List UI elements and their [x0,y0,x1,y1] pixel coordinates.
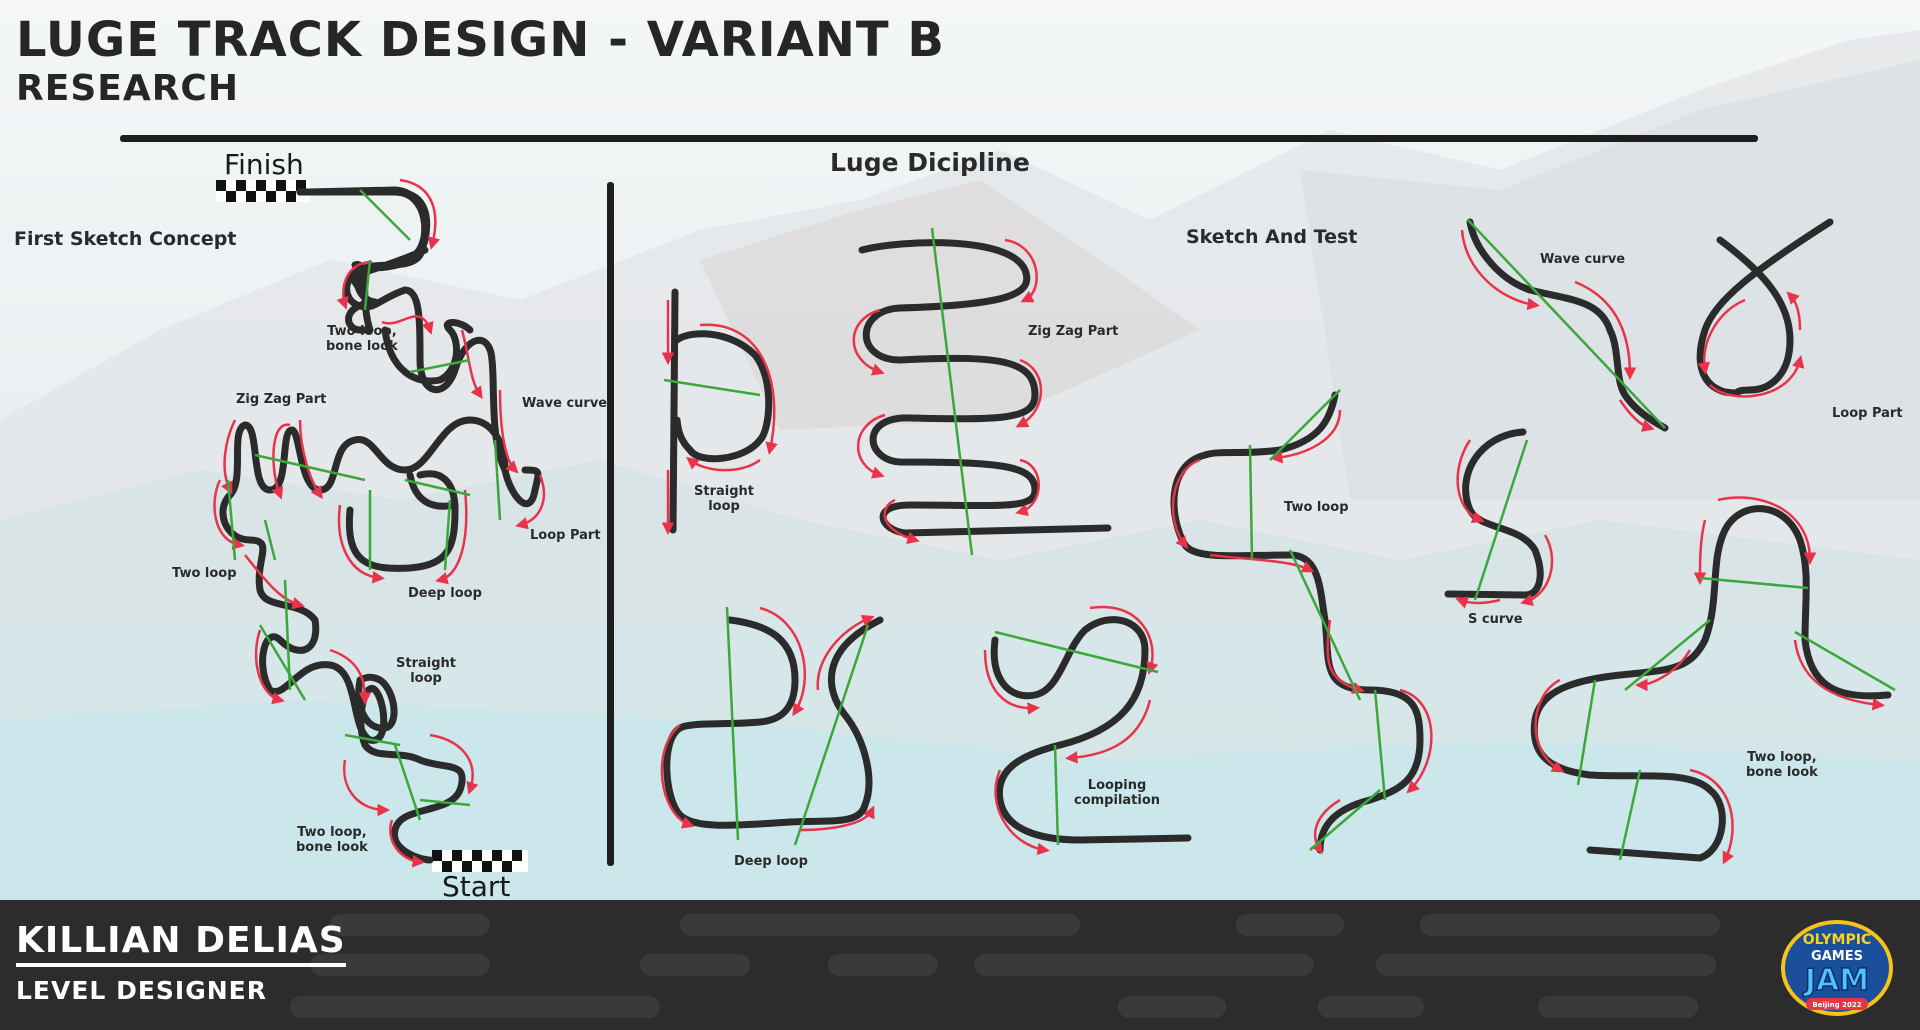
deep-loop-sketch [660,606,884,846]
footer-decoration [1318,996,1424,1018]
finish-flag [216,180,310,202]
label-straight-loop: Straight loop [694,484,754,514]
author-role: LEVEL DESIGNER [16,976,267,1005]
straight-loop-sketch [661,288,778,535]
logo-line-2: GAMES [1811,949,1863,964]
left-panel-heading: First Sketch Concept [14,228,237,250]
logo-line-1: OLYMPIC [1803,932,1871,948]
loop-part-sketch [1696,218,1834,398]
footer-decoration [290,996,660,1018]
finish-label: Finish [224,148,304,181]
label-zig-zag: Zig Zag Part [1028,324,1119,339]
footer-decoration [1236,914,1344,936]
footer-decoration [1538,996,1698,1018]
label-two-loop-bone-top: Two loop, bone look [326,324,398,354]
label-two-loop-left: Two loop [172,566,237,581]
label-deep-loop: Deep loop [734,854,808,869]
footer-decoration [310,954,490,976]
start-flag [432,850,528,872]
page-title: LUGE TRACK DESIGN - VARIANT B [16,12,945,68]
label-two-loop-bone-bottom: Two loop, bone look [296,825,368,855]
footer-decoration [640,954,750,976]
zig-zag-sketch [852,227,1112,556]
footer-decoration [1118,996,1226,1018]
label-two-loop-bone: Two loop, bone look [1746,750,1818,780]
header-divider [120,135,1758,142]
label-zig-zag-left: Zig Zag Part [236,392,327,407]
olympic-games-jam-logo: OLYMPIC GAMES JAM Beijing 2022 [1781,920,1893,1016]
author-name: KILLIAN DELIAS [16,920,346,967]
label-straight-loop-left: Straight loop [396,656,456,686]
logo-line-3: JAM [1803,963,1869,998]
right-panel-heading: Luge Dicipline [830,148,1030,177]
label-loop-part: Loop Part [1832,406,1903,421]
footer-decoration [974,954,1314,976]
footer-decoration [680,914,1080,936]
footer-decoration [1420,914,1720,936]
s-curve-sketch [1444,428,1554,609]
footer-decoration [330,914,490,936]
page-subtitle: RESEARCH [16,68,239,109]
footer-decoration [1376,954,1716,976]
logo-line-4: Beijing 2022 [1812,1001,1861,1009]
label-deep-loop-left: Deep loop [408,586,482,601]
label-s-curve: S curve [1468,612,1523,627]
label-wave-curve-left: Wave curve [522,396,608,411]
footer-decoration [828,954,938,976]
two-loop-bone-sketch [1530,496,1896,865]
label-looping-compilation: Looping compilation [1074,778,1161,808]
label-two-loop: Two loop [1284,500,1349,515]
right-panel-subheading: Sketch And Test [1186,226,1358,248]
footer-bar [0,900,1920,1030]
two-loop-sketch [1170,389,1433,855]
label-wave-curve: Wave curve [1540,252,1626,267]
panel-divider [607,182,614,866]
looping-compilation-sketch [983,605,1192,856]
wave-curve-sketch [1460,218,1669,432]
first-sketch-track [213,178,546,868]
start-label: Start [442,870,511,903]
label-loop-part-left: Loop Part [530,528,601,543]
